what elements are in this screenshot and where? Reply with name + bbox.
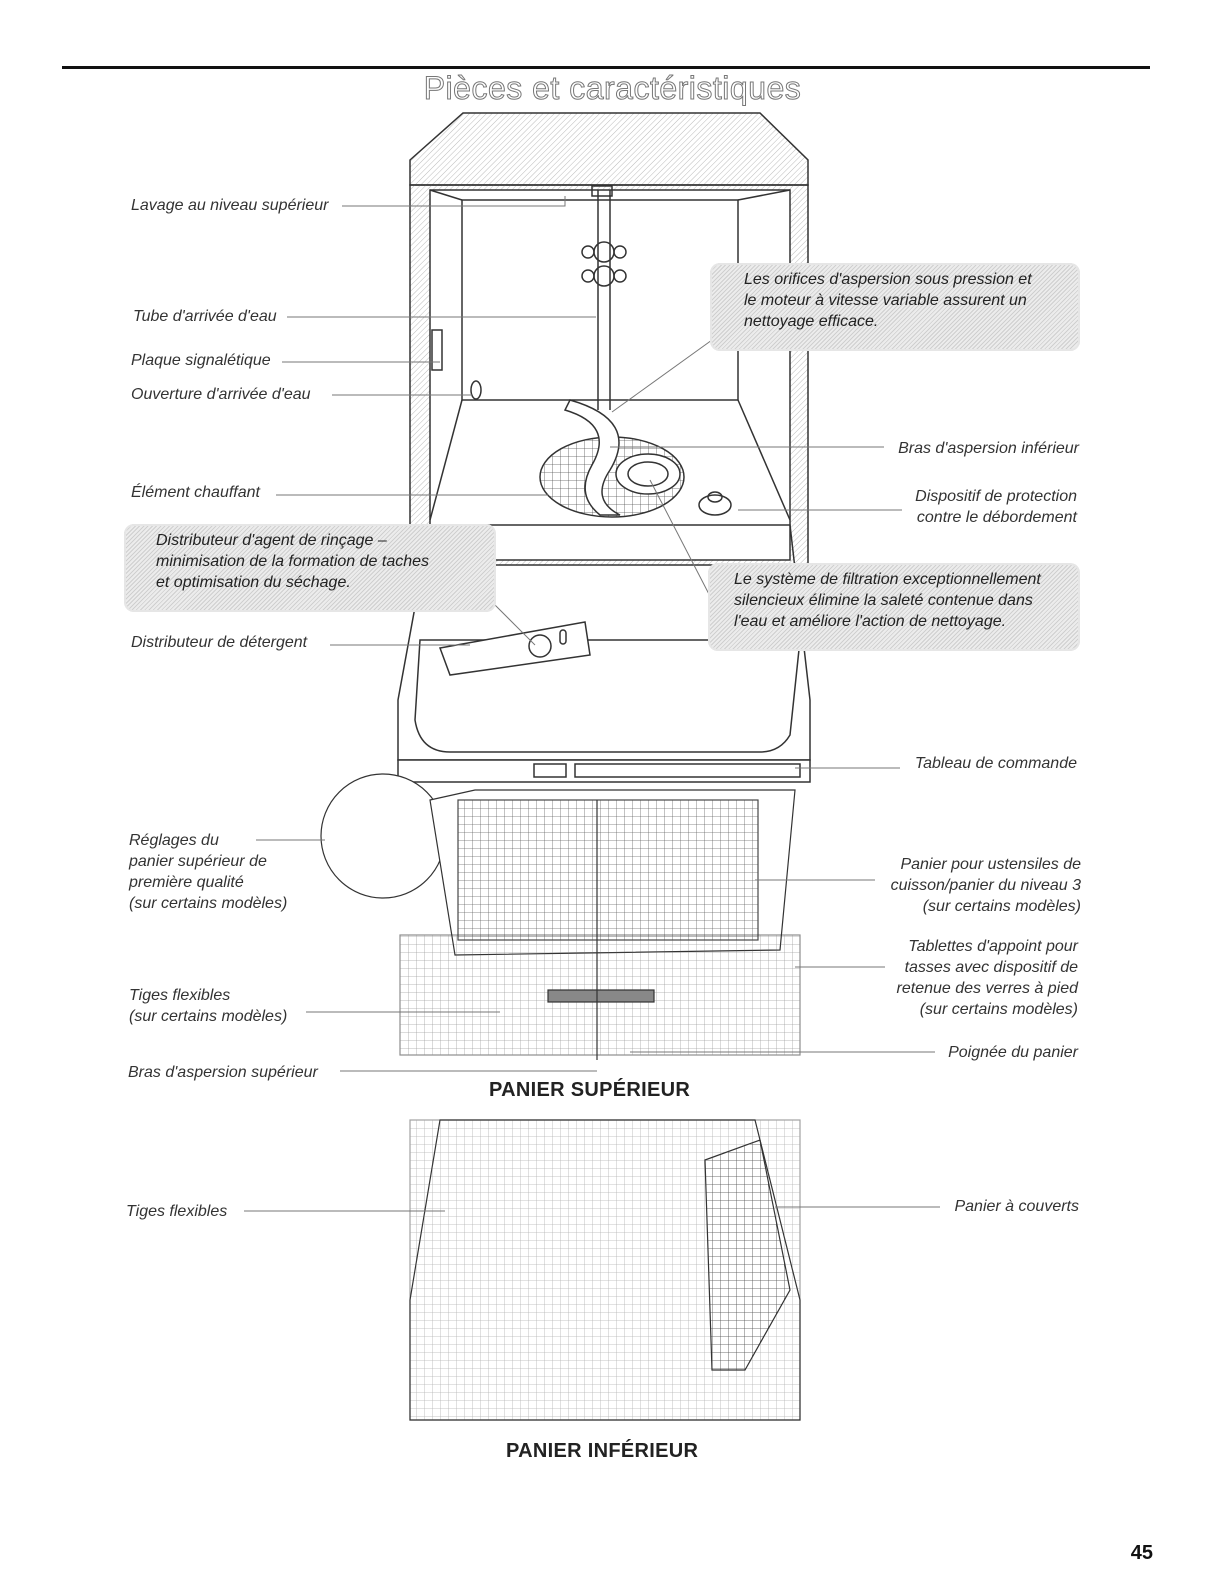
label-distributeur-detergent: Distributeur de détergent xyxy=(131,634,308,651)
callout-systeme-filtration: Le système de filtration exceptionnellem… xyxy=(708,563,1080,651)
label-ouverture-arrivee-eau: Ouverture d'arrivée d'eau xyxy=(131,386,311,403)
label-tablettes-appoint: Tablettes d'appoint pour tasses avec dis… xyxy=(896,938,1078,1018)
label-panier-couverts: Panier à couverts xyxy=(954,1198,1079,1215)
page-title: Pièces et caractéristiques xyxy=(423,70,802,107)
tub-floor xyxy=(539,399,732,518)
page-number: 45 xyxy=(1130,1542,1153,1564)
callout-agent-rincage: Distributeur d'agent de rinçage – minimi… xyxy=(124,524,496,612)
label-panier-ustensiles: Panier pour ustensiles de cuisson/panier… xyxy=(890,856,1081,915)
label-tableau-commande: Tableau de commande xyxy=(914,755,1077,772)
upper-rack xyxy=(320,773,801,1060)
label-tube-arrivee-eau: Tube d'arrivée d'eau xyxy=(133,308,277,325)
leader-lines xyxy=(244,196,940,1212)
label-lavage-niveau-superieur: Lavage au niveau supérieur xyxy=(131,197,329,214)
dishwasher-door xyxy=(397,524,811,783)
label-bras-aspersion-superieur: Bras d'aspersion supérieur xyxy=(128,1064,318,1081)
label-tiges-flexibles-inferieur: Tiges flexibles xyxy=(126,1203,228,1220)
lower-rack xyxy=(409,1119,801,1421)
top-rule xyxy=(62,66,1150,69)
label-tiges-flexibles-superieur: Tiges flexibles (sur certains modèles) xyxy=(129,987,288,1025)
label-plaque-signaletique: Plaque signalétique xyxy=(131,352,271,369)
upper-rack-title: PANIER SUPÉRIEUR xyxy=(489,1079,691,1101)
label-poignee-panier: Poignée du panier xyxy=(948,1044,1078,1061)
label-bras-aspersion-inferieur: Bras d'aspersion inférieur xyxy=(898,440,1079,457)
lower-rack-title: PANIER INFÉRIEUR xyxy=(506,1440,699,1462)
label-dispositif-protection: Dispositif de protection contre le débor… xyxy=(915,488,1077,526)
label-reglages-panier: Réglages du panier supérieur de première… xyxy=(129,832,288,912)
dishwasher-top xyxy=(409,112,809,186)
callout-orifices-aspersion: Les orifices d'aspersion sous pression e… xyxy=(710,263,1080,351)
label-element-chauffant: Élément chauffant xyxy=(131,484,260,501)
